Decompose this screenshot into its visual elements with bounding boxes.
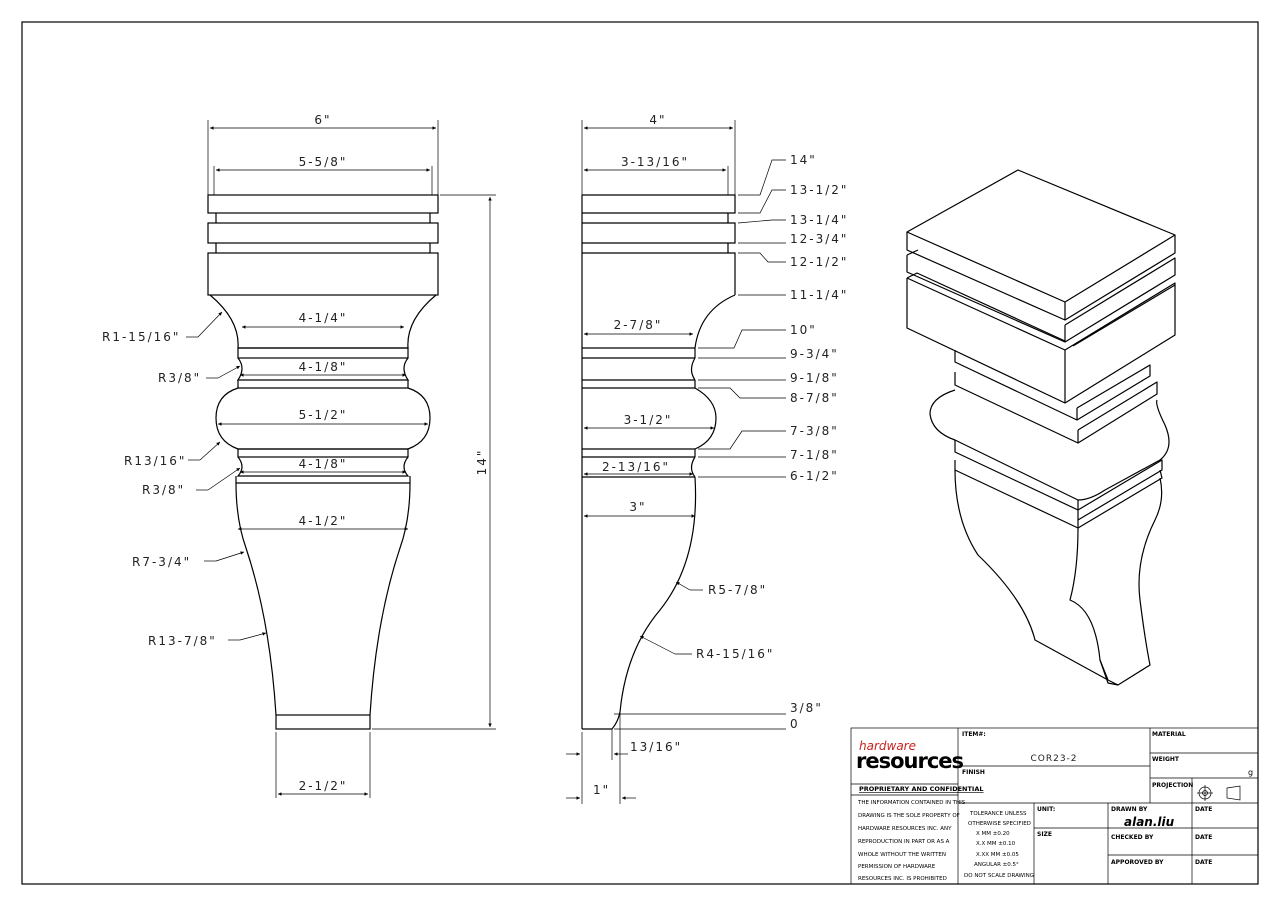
date-label-1: DATE	[1195, 806, 1212, 813]
proprietary-line-6: PERMISSION OF HARDWARE	[858, 864, 936, 870]
date-label-2: DATE	[1195, 834, 1212, 841]
weight-value: g	[1248, 768, 1253, 777]
sheet-border	[21, 21, 1259, 885]
proprietary-line-7: RESOURCES INC. IS PROHIBITED	[858, 876, 947, 882]
side-radius-b: R4-15/16"	[696, 647, 774, 661]
tolerance-line-3: X MM ±0.20	[976, 831, 1010, 837]
height-6-1-2: 6-1/2"	[790, 469, 839, 483]
front-view: 6" 5-5/8" 4-1/4" 4-1/8" 5-1/2" 4-1/8" 4-…	[102, 113, 496, 798]
front-width-base: 2-1/2"	[299, 779, 348, 793]
height-3-8: 3/8"	[790, 701, 823, 715]
side-depth-overall: 4"	[649, 113, 666, 127]
checked-by-label: CHECKED BY	[1111, 834, 1154, 841]
front-radius-5: R7-3/4"	[132, 555, 191, 569]
front-width-ring-lower: 4-1/8"	[299, 457, 348, 471]
side-view: 4" 3-13/16" 2-7/8" 3-1/2" 2-13/16" 3" R5…	[566, 113, 848, 804]
drawn-by-value: alan.liu	[1124, 815, 1175, 829]
date-label-3: DATE	[1195, 859, 1212, 866]
tolerance-line-2: OTHERWISE SPECIFIED	[968, 821, 1031, 827]
side-depth-bulb: 3-1/2"	[624, 413, 673, 427]
tolerance-line-6: ANGULAR ±0.5°	[974, 862, 1019, 868]
height-9-3-4: 9-3/4"	[790, 347, 839, 361]
front-radius-1: R1-15/16"	[102, 330, 180, 344]
front-width-top: 5-5/8"	[299, 155, 348, 169]
item-label: ITEM#:	[962, 731, 986, 738]
proprietary-line-4: REPRODUCTION IN PART OR AS A	[858, 839, 950, 845]
height-10: 10"	[790, 323, 817, 337]
unit-label: UNIT:	[1037, 806, 1055, 813]
side-offset-base: 1"	[593, 783, 610, 797]
size-label: SIZE	[1037, 831, 1052, 838]
height-8-7-8: 8-7/8"	[790, 391, 839, 405]
height-7-1-8: 7-1/8"	[790, 448, 839, 462]
height-13-1-4: 13-1/4"	[790, 213, 848, 227]
front-width-ring-upper: 4-1/8"	[299, 360, 348, 374]
side-depth-body: 3"	[629, 500, 646, 514]
height-0: 0	[790, 717, 800, 731]
height-7-3-8: 7-3/8"	[790, 424, 839, 438]
projection-label: PROJECTION	[1152, 782, 1193, 789]
isometric-view	[906, 169, 1176, 686]
height-12-1-2: 12-1/2"	[790, 255, 848, 269]
item-value: COR23-2	[1030, 754, 1077, 764]
weight-label: WEIGHT	[1152, 756, 1180, 763]
proprietary-line-5: WHOLE WITHOUT THE WRITTEN	[858, 852, 946, 858]
front-radius-4: R3/8"	[142, 483, 185, 497]
front-width-neck: 4-1/4"	[299, 311, 348, 325]
front-width-overall: 6"	[314, 113, 331, 127]
height-9-1-8: 9-1/8"	[790, 371, 839, 385]
tolerance-line-1: TOLERANCE UNLESS	[969, 811, 1027, 817]
proprietary-line-2: DRAWING IS THE SOLE PROPERTY OF	[858, 813, 960, 819]
side-height-labels: 14" 13-1/2" 13-1/4" 12-3/4" 12-1/2" 11-1…	[790, 153, 848, 731]
height-14: 14"	[790, 153, 817, 167]
front-width-bulb: 5-1/2"	[299, 408, 348, 422]
side-depth-top: 3-13/16"	[621, 155, 689, 169]
side-depth-neck: 2-7/8"	[614, 318, 663, 332]
logo-hardware: hardware	[859, 739, 916, 753]
approved-by-label: APPOROVED BY	[1111, 859, 1164, 866]
height-13-1-2: 13-1/2"	[790, 183, 848, 197]
front-radius-6: R13-7/8"	[148, 634, 217, 648]
front-radius-2: R3/8"	[158, 371, 201, 385]
tolerance-line-5: X.XX MM ±0.05	[976, 852, 1019, 858]
front-width-body: 4-1/2"	[299, 514, 348, 528]
height-11-1-4: 11-1/4"	[790, 288, 848, 302]
tolerance-line-4: X.X MM ±0.10	[976, 841, 1016, 847]
proprietary-title: PROPRIETARY AND CONFIDENTIAL	[859, 785, 984, 793]
side-offset-bottom: 13/16"	[630, 740, 682, 754]
front-radius-3: R13/16"	[124, 454, 186, 468]
logo-resources: resources	[856, 749, 964, 773]
tolerance-line-7: DO NOT SCALE DRAWING	[964, 873, 1034, 879]
projection-symbol-icon	[1197, 785, 1241, 801]
material-label: MATERIAL	[1152, 731, 1186, 738]
height-12-3-4: 12-3/4"	[790, 232, 848, 246]
proprietary-line-3: HARDWARE RESOURCES INC. ANY	[858, 826, 952, 832]
front-height-overall: 14"	[475, 449, 489, 476]
proprietary-line-1: THE INFORMATION CONTAINED IN THIS	[857, 800, 966, 806]
finish-label: FINISH	[962, 769, 985, 776]
side-depth-ring: 2-13/16"	[602, 460, 670, 474]
side-radius-a: R5-7/8"	[708, 583, 767, 597]
drawn-by-label: DRAWN BY	[1111, 806, 1148, 813]
title-block: hardware resources PROPRIETARY AND CONFI…	[850, 727, 1259, 885]
